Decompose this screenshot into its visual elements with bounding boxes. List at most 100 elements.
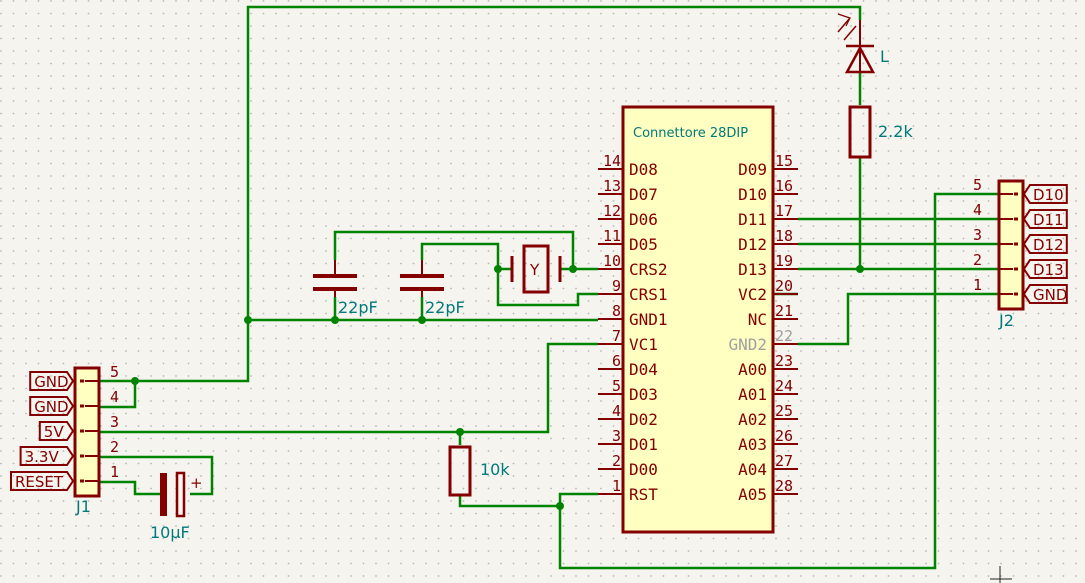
ic-pin-name: VC2: [738, 285, 767, 304]
led-ref: L: [880, 47, 889, 66]
crystal-ref: Y: [529, 261, 540, 279]
ic-pin-number: 9: [612, 277, 621, 295]
ic-pin-number: 25: [775, 402, 793, 420]
ic-pin-name: D04: [629, 360, 658, 379]
capacitor-c3[interactable]: + 10μF: [150, 471, 203, 542]
net-label: D11: [1033, 211, 1064, 229]
ic-pin-9[interactable]: 9 CRS1: [598, 277, 668, 304]
ic-pin-name: CRS1: [629, 285, 668, 304]
c1-value: 22pF: [338, 298, 378, 317]
ic-pin-number: 6: [612, 352, 621, 370]
j1-pin-3[interactable]: 35V: [38, 413, 119, 441]
c3-plus: +: [190, 474, 203, 492]
ic-pin-name: A03: [738, 435, 767, 454]
ic-pin-number: 13: [603, 177, 621, 195]
ic-pin-5[interactable]: 5 D03: [598, 377, 658, 404]
net-label: 3.3V: [25, 448, 60, 466]
ic-pin-21[interactable]: 21 NC: [748, 302, 798, 329]
ic-pin-name: A00: [738, 360, 767, 379]
ic-pin-name: NC: [748, 310, 767, 329]
j1-pin-number: 4: [110, 388, 119, 406]
ic-pin-name: D06: [629, 210, 658, 229]
net-label: RESET: [15, 473, 64, 491]
ic-pin-number: 19: [775, 252, 793, 270]
j1-ref: J1: [75, 497, 91, 516]
ic-pin-23[interactable]: 23 A00: [738, 352, 798, 379]
ic-pin-8[interactable]: 8 GND1: [598, 302, 668, 329]
ic-pin-number: 18: [775, 227, 793, 245]
ic-pin-name: A01: [738, 385, 767, 404]
ic-pin-number: 8: [612, 302, 621, 320]
ic-pin-number: 5: [612, 377, 621, 395]
led-l[interactable]: L: [837, 13, 889, 74]
ic-pin-name: A05: [738, 485, 767, 504]
ic-title: Connettore 28DIP: [633, 126, 748, 141]
ic-pin-number: 26: [775, 427, 793, 445]
ic-pin-number: 11: [603, 227, 621, 245]
j1-pin-2[interactable]: 2 3.3V: [19, 438, 119, 466]
ic-pin-name: RST: [629, 485, 658, 504]
ic-pin-name: D03: [629, 385, 658, 404]
crystal-y[interactable]: Y: [510, 244, 562, 294]
r2-value: 10k: [480, 460, 510, 479]
ic-pin-number: 1: [612, 477, 621, 495]
j1-pin-number: 2: [110, 438, 119, 456]
resistor-r1[interactable]: 2.2k: [848, 105, 913, 159]
ic-pin-name: D10: [738, 185, 767, 204]
ic-pin-number: 23: [775, 352, 793, 370]
ic-pin-name: D07: [629, 185, 658, 204]
capacitor-c1[interactable]: 22pF: [313, 260, 378, 317]
ic-pin-name: D00: [629, 460, 658, 479]
net-label: D13: [1033, 261, 1064, 279]
ic-pin-name: D09: [738, 160, 767, 179]
capacitor-c2[interactable]: 22pF: [400, 260, 465, 317]
ic-pin-number: 10: [603, 252, 621, 270]
ic-pin-number: 12: [603, 202, 621, 220]
ic-pin-6[interactable]: 6 D04: [598, 352, 658, 379]
resistor-r2[interactable]: 10k: [448, 445, 510, 497]
c3-value: 10μF: [150, 523, 190, 542]
j1-pin-number: 1: [110, 463, 119, 481]
ic-pin-name: A02: [738, 410, 767, 429]
ic-pin-25[interactable]: 25 A02: [738, 402, 798, 429]
ic-pin-name: GND2: [728, 335, 767, 354]
ic-pin-13[interactable]: 13 D07: [598, 177, 658, 204]
ic-pin-number: 21: [775, 302, 793, 320]
ic-pin-26[interactable]: 26 A03: [738, 427, 798, 454]
ic-pin-1[interactable]: 1 RST: [598, 477, 658, 504]
ic-pin-name: GND1: [629, 310, 668, 329]
j2-pin-number: 4: [973, 201, 982, 219]
j1-pin-number: 3: [110, 413, 119, 431]
ic-pin-12[interactable]: 12 D06: [598, 202, 658, 229]
junctions: [131, 265, 864, 510]
r1-value: 2.2k: [878, 122, 913, 141]
